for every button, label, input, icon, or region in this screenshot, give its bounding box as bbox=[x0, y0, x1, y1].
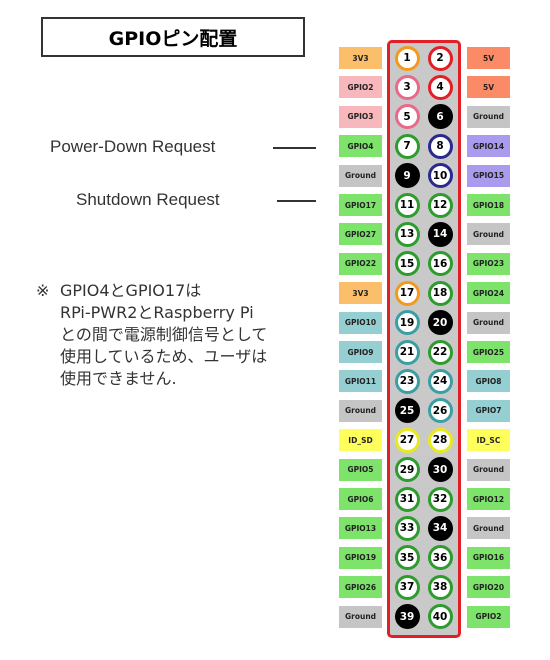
pin-label-35: GPIO19 bbox=[339, 546, 382, 569]
note-line: 使用できません. bbox=[60, 369, 177, 388]
note-line: との間で電源制御信号として bbox=[60, 325, 268, 344]
pin-16: 16 bbox=[427, 251, 453, 277]
pin-2: 2 bbox=[427, 45, 453, 71]
pin-label-40: GPIO2 bbox=[467, 605, 510, 628]
pin-22: 22 bbox=[427, 339, 453, 365]
pin-label-37: GPIO26 bbox=[339, 576, 382, 599]
pin-6: 6 bbox=[427, 104, 453, 130]
pin-38: 38 bbox=[427, 574, 453, 600]
pin-35: 35 bbox=[394, 545, 420, 571]
pin-label-6: Ground bbox=[467, 105, 510, 128]
annotation-power-down-leader bbox=[273, 147, 316, 149]
pin-21: 21 bbox=[394, 339, 420, 365]
pin-label-9: Ground bbox=[339, 164, 382, 187]
pin-label-16: GPIO23 bbox=[467, 252, 510, 275]
pin-5: 5 bbox=[394, 104, 420, 130]
pin-label-20: Ground bbox=[467, 311, 510, 334]
pin-label-21: GPIO9 bbox=[339, 341, 382, 363]
pin-label-34: Ground bbox=[467, 517, 510, 540]
pin-label-4: 5V bbox=[467, 76, 510, 99]
pin-label-31: GPIO6 bbox=[339, 488, 382, 510]
pin-20: 20 bbox=[427, 310, 453, 336]
pin-26: 26 bbox=[427, 398, 453, 424]
pin-11: 11 bbox=[394, 192, 420, 218]
pin-27: 27 bbox=[394, 427, 420, 453]
pin-15: 15 bbox=[394, 251, 420, 277]
annotation-shutdown: Shutdown Request bbox=[76, 190, 220, 209]
pin-3: 3 bbox=[394, 74, 420, 100]
pin-12: 12 bbox=[427, 192, 453, 218]
pin-32: 32 bbox=[427, 486, 453, 512]
pin-label-8: GPIO14 bbox=[467, 135, 510, 158]
pin-label-25: Ground bbox=[339, 399, 382, 422]
pin-17: 17 bbox=[394, 280, 420, 306]
pin-label-27: ID_SD bbox=[339, 429, 382, 452]
pin-19: 19 bbox=[394, 310, 420, 336]
note-line: RPi-PWR2とRaspberry Pi bbox=[60, 303, 254, 322]
pin-label-15: GPIO22 bbox=[339, 252, 382, 275]
pin-31: 31 bbox=[394, 486, 420, 512]
pin-34: 34 bbox=[427, 515, 453, 541]
pin-8: 8 bbox=[427, 133, 453, 159]
page-title: GPIOピン配置 bbox=[41, 17, 305, 57]
pin-7: 7 bbox=[394, 133, 420, 159]
pin-label-26: GPIO7 bbox=[467, 399, 510, 422]
pin-40: 40 bbox=[427, 604, 453, 630]
pin-28: 28 bbox=[427, 427, 453, 453]
pin-label-7: GPIO4 bbox=[339, 135, 382, 158]
pin-label-30: Ground bbox=[467, 458, 510, 481]
pin-label-2: 5V bbox=[467, 47, 510, 69]
pin-label-29: GPIO5 bbox=[339, 458, 382, 481]
note-line: GPIO4とGPIO17は bbox=[60, 281, 202, 300]
pin-14: 14 bbox=[427, 221, 453, 247]
pin-label-17: 3V3 bbox=[339, 282, 382, 305]
pin-label-28: ID_SC bbox=[467, 429, 510, 452]
pin-25: 25 bbox=[394, 398, 420, 424]
pin-37: 37 bbox=[394, 574, 420, 600]
pin-36: 36 bbox=[427, 545, 453, 571]
pin-label-23: GPIO11 bbox=[339, 370, 382, 393]
pin-label-32: GPIO12 bbox=[467, 488, 510, 510]
pin-label-38: GPIO20 bbox=[467, 576, 510, 599]
pin-label-39: Ground bbox=[339, 605, 382, 628]
note-mark: ※ bbox=[36, 281, 50, 300]
pin-label-5: GPIO3 bbox=[339, 105, 382, 128]
pin-label-33: GPIO13 bbox=[339, 517, 382, 540]
pin-label-11: GPIO17 bbox=[339, 194, 382, 216]
pin-4: 4 bbox=[427, 74, 453, 100]
pin-23: 23 bbox=[394, 368, 420, 394]
pin-label-3: GPIO2 bbox=[339, 76, 382, 99]
pin-label-1: 3V3 bbox=[339, 47, 382, 69]
pin-9: 9 bbox=[394, 163, 420, 189]
pin-18: 18 bbox=[427, 280, 453, 306]
pin-label-36: GPIO16 bbox=[467, 546, 510, 569]
pin-label-13: GPIO27 bbox=[339, 223, 382, 246]
pin-label-24: GPIO8 bbox=[467, 370, 510, 393]
pin-39: 39 bbox=[394, 604, 420, 630]
pin-label-12: GPIO18 bbox=[467, 194, 510, 216]
pin-33: 33 bbox=[394, 515, 420, 541]
annotation-shutdown-leader bbox=[277, 200, 316, 202]
pin-label-22: GPIO25 bbox=[467, 341, 510, 363]
pin-1: 1 bbox=[394, 45, 420, 71]
pin-24: 24 bbox=[427, 368, 453, 394]
pin-label-10: GPIO15 bbox=[467, 164, 510, 187]
pin-30: 30 bbox=[427, 457, 453, 483]
pin-13: 13 bbox=[394, 221, 420, 247]
pin-29: 29 bbox=[394, 457, 420, 483]
pin-label-19: GPIO10 bbox=[339, 311, 382, 334]
note-line: 使用しているため、ユーザは bbox=[60, 347, 268, 366]
pin-label-18: GPIO24 bbox=[467, 282, 510, 305]
usage-note: ※ GPIO4とGPIO17は RPi-PWR2とRaspberry Pi との間… bbox=[36, 280, 326, 390]
pin-label-14: Ground bbox=[467, 223, 510, 246]
annotation-power-down: Power-Down Request bbox=[50, 137, 216, 156]
pin-10: 10 bbox=[427, 163, 453, 189]
